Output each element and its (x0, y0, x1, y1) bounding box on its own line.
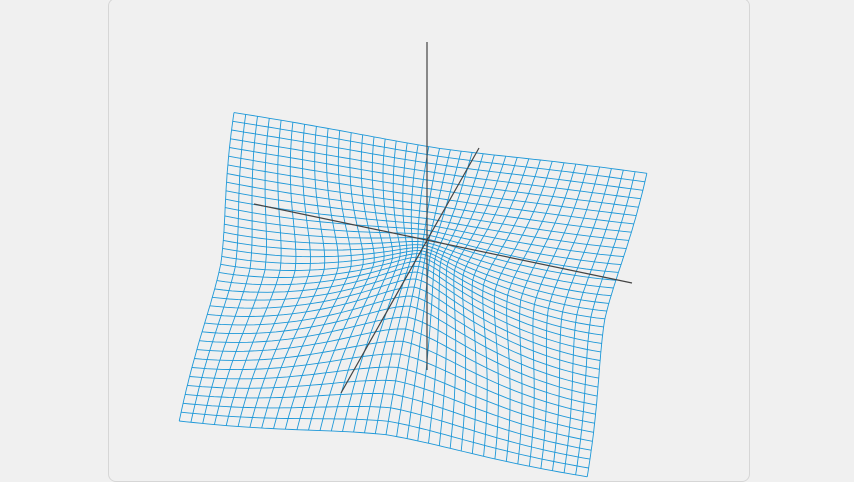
mesh-line-v-9 (199, 316, 598, 397)
mesh-line-u-2 (202, 116, 258, 424)
mesh-line-v-23 (224, 223, 616, 281)
mesh-line-v-7 (194, 340, 596, 415)
axis-horizontal (253, 203, 633, 284)
mesh-line-v-12 (207, 286, 600, 370)
mesh-line-v-8 (196, 328, 597, 406)
mesh-line-v-14 (212, 271, 601, 353)
mesh-line-v-2 (183, 402, 591, 460)
mesh-line-v-35 (232, 120, 645, 183)
mesh-line-v-33 (230, 138, 641, 200)
mesh-line-v-31 (228, 155, 637, 217)
mesh-line-u-30 (517, 163, 577, 464)
mesh-line-v-34 (231, 129, 643, 191)
mesh-line-v-1 (181, 411, 589, 469)
mesh-line-v-29 (227, 173, 632, 233)
mesh-line-v-13 (209, 278, 601, 361)
axis-depth (340, 147, 480, 394)
mesh-line-u-6 (249, 124, 311, 428)
axes-group (253, 42, 633, 394)
mesh-line-v-10 (202, 305, 599, 388)
mesh-line-v-32 (229, 147, 639, 208)
mesh-line-v-15 (214, 265, 602, 344)
mesh-line-u-31 (528, 165, 589, 467)
mesh-line-v-6 (191, 353, 595, 424)
mesh-line-v-24 (224, 215, 619, 273)
mesh-line-v-36 (233, 112, 647, 174)
mesh-line-v-16 (216, 260, 603, 336)
mesh-line-u-35 (575, 171, 636, 475)
mesh-line-u-5 (237, 122, 297, 427)
mesh-line-u-24 (449, 156, 507, 449)
mesh-line-v-18 (220, 253, 605, 320)
mesh-line-v-21 (223, 239, 612, 297)
mesh-line-u-22 (428, 153, 484, 444)
mesh-line-v-5 (189, 366, 594, 433)
mesh-line-v-25 (225, 207, 622, 266)
mesh-line-u-23 (438, 154, 495, 446)
mesh-line-v-4 (187, 379, 593, 442)
mesh-line-u-21 (417, 152, 473, 441)
mesh-line-v-30 (227, 164, 634, 225)
mesh-line-v-26 (225, 198, 624, 258)
mesh-line-u-1 (190, 114, 247, 423)
mesh-line-u-0 (178, 112, 235, 422)
mesh-line-v-11 (204, 295, 599, 379)
mesh-line-v-0 (179, 420, 588, 478)
mesh-line-v-19 (221, 250, 607, 312)
mesh-line-v-22 (223, 231, 614, 289)
mesh-line-v-17 (218, 256, 604, 328)
surface-mesh (178, 112, 648, 478)
mesh-line-v-3 (185, 393, 592, 451)
